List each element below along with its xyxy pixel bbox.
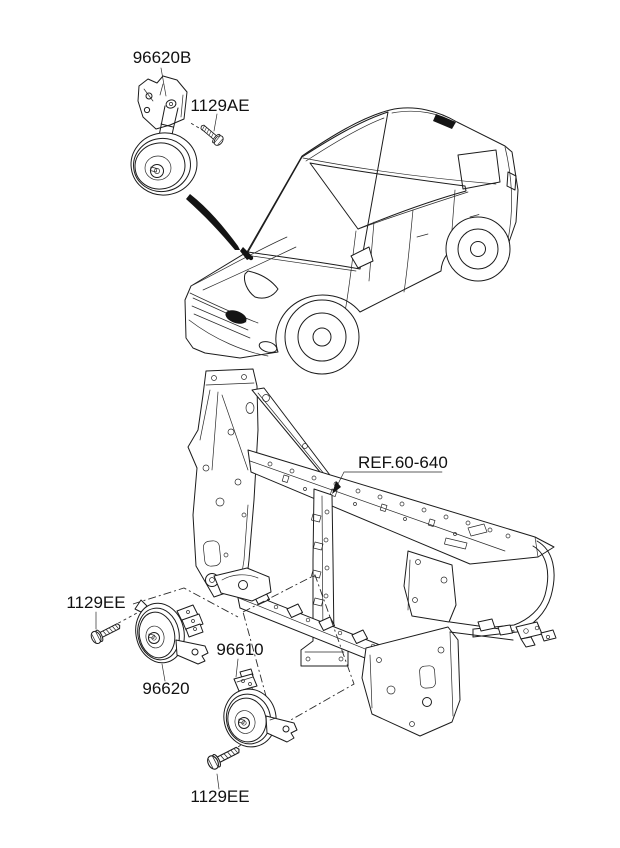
- door-handles: [416, 214, 480, 238]
- b-pillar: [368, 221, 375, 282]
- beltline: [357, 191, 469, 230]
- bolt-1129ee-lower-drawing: [204, 742, 243, 772]
- pillar-clips: [305, 509, 344, 662]
- rear-quarter-window: [457, 149, 501, 190]
- hood-crease: [202, 246, 297, 291]
- horn-disc: [130, 132, 198, 196]
- windshield: [247, 111, 389, 270]
- fog-lamp: [258, 341, 278, 353]
- horn-top-bracket: [233, 668, 258, 698]
- side-window-band: [309, 162, 467, 230]
- carrier-right-tower: [403, 550, 457, 623]
- leader-96620: [161, 663, 166, 682]
- horn-mount-plate: [265, 715, 298, 743]
- callout-frame-reference: REF.60-640: [358, 453, 448, 472]
- callout-horn-high-tone: 96610: [216, 640, 263, 659]
- rear-door-seam: [403, 209, 414, 293]
- front-door-seam: [343, 230, 357, 318]
- horn-disc: [135, 602, 185, 664]
- leader-96620b: [160, 67, 167, 97]
- vehicle-illustration: [184, 107, 519, 375]
- leader-1129ae: [213, 113, 218, 132]
- carrier-bottom-plate: [361, 626, 461, 737]
- cowl-line: [251, 255, 357, 272]
- guide-horn-96620: [132, 587, 239, 618]
- radiator-support-drawing: [187, 368, 557, 737]
- guide-horn-96610: [242, 574, 355, 730]
- rail-holes: [267, 461, 511, 550]
- bracket-nut: [165, 99, 177, 109]
- leader-96610: [235, 658, 239, 678]
- callout-bolt-lower: 1129EE: [190, 787, 249, 806]
- callout-horn-assembly-upper: 96620B: [133, 48, 192, 67]
- tailgate-seam: [504, 146, 512, 241]
- grille-surround: [189, 292, 259, 324]
- carrier-lower-right-member: [449, 618, 557, 648]
- carrier-left-tower: [187, 368, 259, 598]
- callout-bolt-left: 1129EE: [66, 593, 125, 612]
- bolt-1129ee-left-drawing: [88, 619, 124, 646]
- horn-96610-drawing: [204, 668, 298, 772]
- leader-1129ee-lower: [216, 773, 220, 790]
- hood-front-edge: [190, 236, 288, 287]
- bolt-1129ae-drawing: [197, 121, 226, 148]
- callout-horn-low-tone: 96620: [142, 679, 189, 698]
- bumper-line: [188, 319, 269, 357]
- brand-badge: [225, 310, 247, 324]
- roof-rail-near: [302, 157, 497, 185]
- alignment-guides: [132, 574, 355, 730]
- ref-arrowhead: [332, 481, 341, 494]
- horn-disc: [223, 688, 277, 748]
- front-wheel: [284, 299, 360, 375]
- hood-location-arrow: [186, 194, 254, 261]
- horn-bracket: [137, 75, 188, 130]
- horn-96620-drawing: [88, 599, 209, 665]
- callout-bolt-upper: 1129AE: [190, 96, 249, 115]
- a-pillar-line: [305, 117, 385, 162]
- horn-connector-stack: [176, 604, 204, 638]
- rear-wheel: [445, 216, 511, 282]
- headlamp: [244, 270, 279, 299]
- tail-lamp: [506, 171, 517, 191]
- side-mirror: [350, 246, 374, 269]
- horn-assembly-96620b-drawing: [130, 75, 226, 196]
- roof-rail-foot: [433, 114, 456, 129]
- bolt-alignment-dash: [112, 612, 138, 627]
